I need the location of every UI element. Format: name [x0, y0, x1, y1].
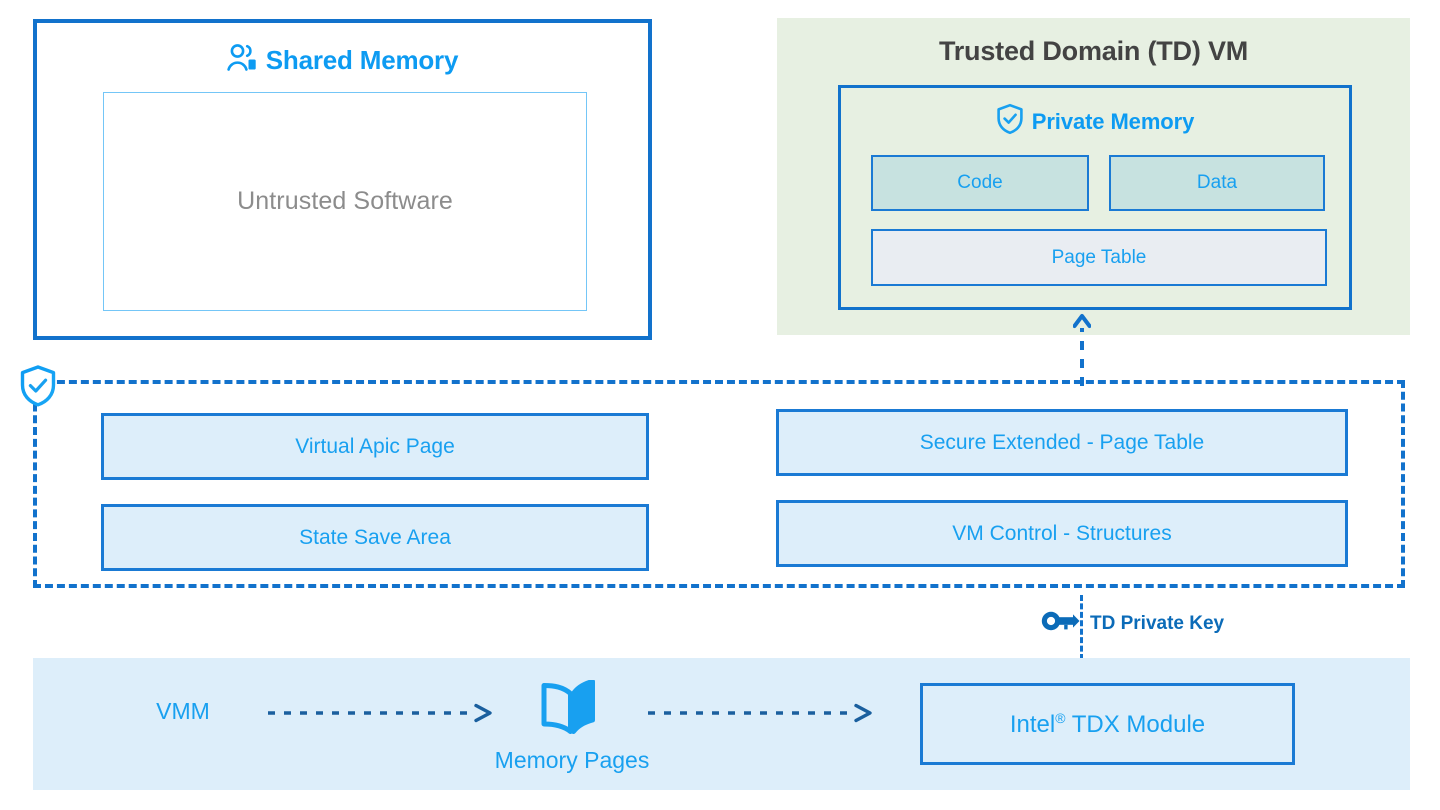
memory-pages-to-tdx-module-arrow	[648, 702, 880, 724]
vmm-label: VMM	[156, 698, 210, 724]
private-memory-header: Private Memory	[841, 103, 1349, 140]
open-book-icon	[536, 679, 608, 742]
secure-region-dashed-box	[33, 380, 1405, 588]
page-table-cell: Page Table	[871, 229, 1327, 286]
vm-control-structures-label: VM Control - Structures	[952, 521, 1172, 545]
vm-control-structures-cell: VM Control - Structures	[776, 500, 1348, 567]
shield-check-icon	[18, 364, 58, 408]
bottom-panel	[33, 658, 1410, 790]
td-private-key-group: TD Private Key	[1040, 610, 1224, 637]
secure-extended-page-table-cell: Secure Extended - Page Table	[776, 409, 1348, 476]
intel-tdx-module-suffix: TDX Module	[1065, 710, 1206, 738]
users-icon	[227, 44, 257, 77]
code-cell: Code	[871, 155, 1089, 211]
intel-tdx-module-box: Intel® TDX Module	[920, 683, 1295, 765]
trusted-domain-vm-title: Trusted Domain (TD) VM	[938, 36, 1249, 66]
private-memory-box: Private Memory Code Data Page Table	[838, 85, 1352, 310]
memory-pages-label: Memory Pages	[494, 747, 650, 773]
page-table-cell-label: Page Table	[1051, 246, 1147, 268]
private-memory-title-label: Private Memory	[1031, 108, 1195, 134]
intel-tdx-module-prefix: Intel	[1009, 710, 1056, 738]
state-save-area-cell: State Save Area	[101, 504, 649, 571]
td-private-key-label: TD Private Key	[1090, 612, 1225, 634]
secure-extended-page-table-label: Secure Extended - Page Table	[919, 430, 1205, 454]
shield-check-icon	[996, 103, 1024, 140]
shared-memory-header: Shared Memory	[37, 44, 648, 77]
virtual-apic-page-label: Virtual Apic Page	[295, 434, 455, 458]
intel-tdx-module-label: Intel® TDX Module	[1010, 710, 1205, 739]
shared-memory-box: Shared Memory Untrusted Software	[33, 19, 652, 340]
data-cell: Data	[1109, 155, 1325, 211]
secure-region-to-td-arrow	[1072, 310, 1092, 386]
code-cell-label: Code	[957, 172, 1003, 193]
memory-pages-group: Memory Pages	[481, 679, 663, 774]
untrusted-software-box: Untrusted Software	[103, 92, 587, 311]
virtual-apic-page-cell: Virtual Apic Page	[101, 413, 649, 480]
trusted-domain-vm-panel: Trusted Domain (TD) VM Private Memory Co…	[777, 18, 1410, 335]
td-private-key-connector	[1080, 595, 1083, 660]
vmm-to-memory-pages-arrow	[268, 702, 500, 724]
untrusted-software-label: Untrusted Software	[237, 187, 453, 215]
registered-trademark-symbol: ®	[1055, 709, 1066, 726]
state-save-area-label: State Save Area	[299, 525, 451, 549]
key-icon	[1040, 610, 1080, 637]
data-cell-label: Data	[1196, 172, 1238, 193]
shared-memory-title-label: Shared Memory	[265, 45, 459, 75]
